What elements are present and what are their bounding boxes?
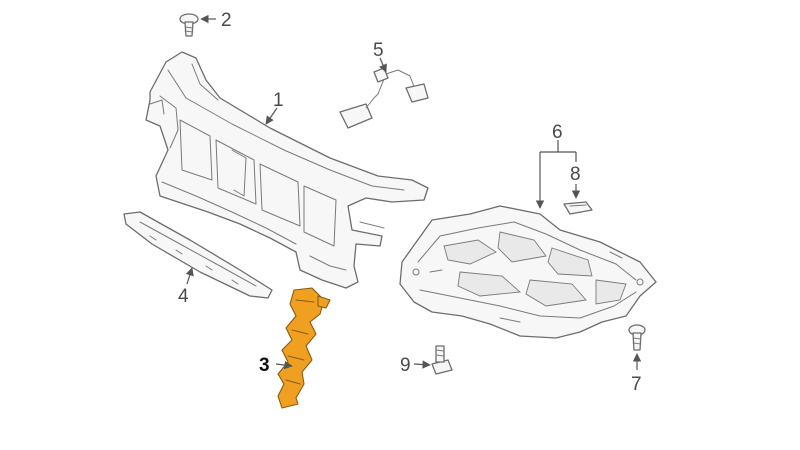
splash-shield-part: [399, 205, 657, 339]
callout-5: 5: [373, 40, 384, 61]
retainer-clip-part: [563, 201, 593, 215]
side-bolt-part: [431, 345, 453, 375]
leader-3: [275, 360, 293, 370]
leader-4: [185, 267, 194, 285]
fastener-top-part: [179, 13, 199, 37]
callout-9: 9: [400, 355, 411, 376]
callout-2: 2: [221, 10, 232, 31]
air-guide-highlighted-part: [277, 287, 331, 409]
callout-8: 8: [570, 164, 581, 185]
callout-4: 4: [178, 286, 189, 307]
air-guide-shape: [277, 287, 325, 409]
lower-deflector-part: [123, 211, 273, 299]
callout-3: 3: [259, 355, 270, 376]
radiator-support-part: [145, 51, 429, 289]
leader-lines: [185, 14, 642, 370]
callout-7: 7: [631, 374, 642, 395]
leader-5: [379, 57, 387, 73]
splash-shield-bolt-part: [628, 324, 646, 351]
leader-1: [265, 107, 278, 125]
callout-1: 1: [273, 90, 284, 111]
sensor-harness-part: [339, 67, 429, 129]
callout-6: 6: [552, 122, 563, 143]
leader-9: [413, 360, 431, 369]
